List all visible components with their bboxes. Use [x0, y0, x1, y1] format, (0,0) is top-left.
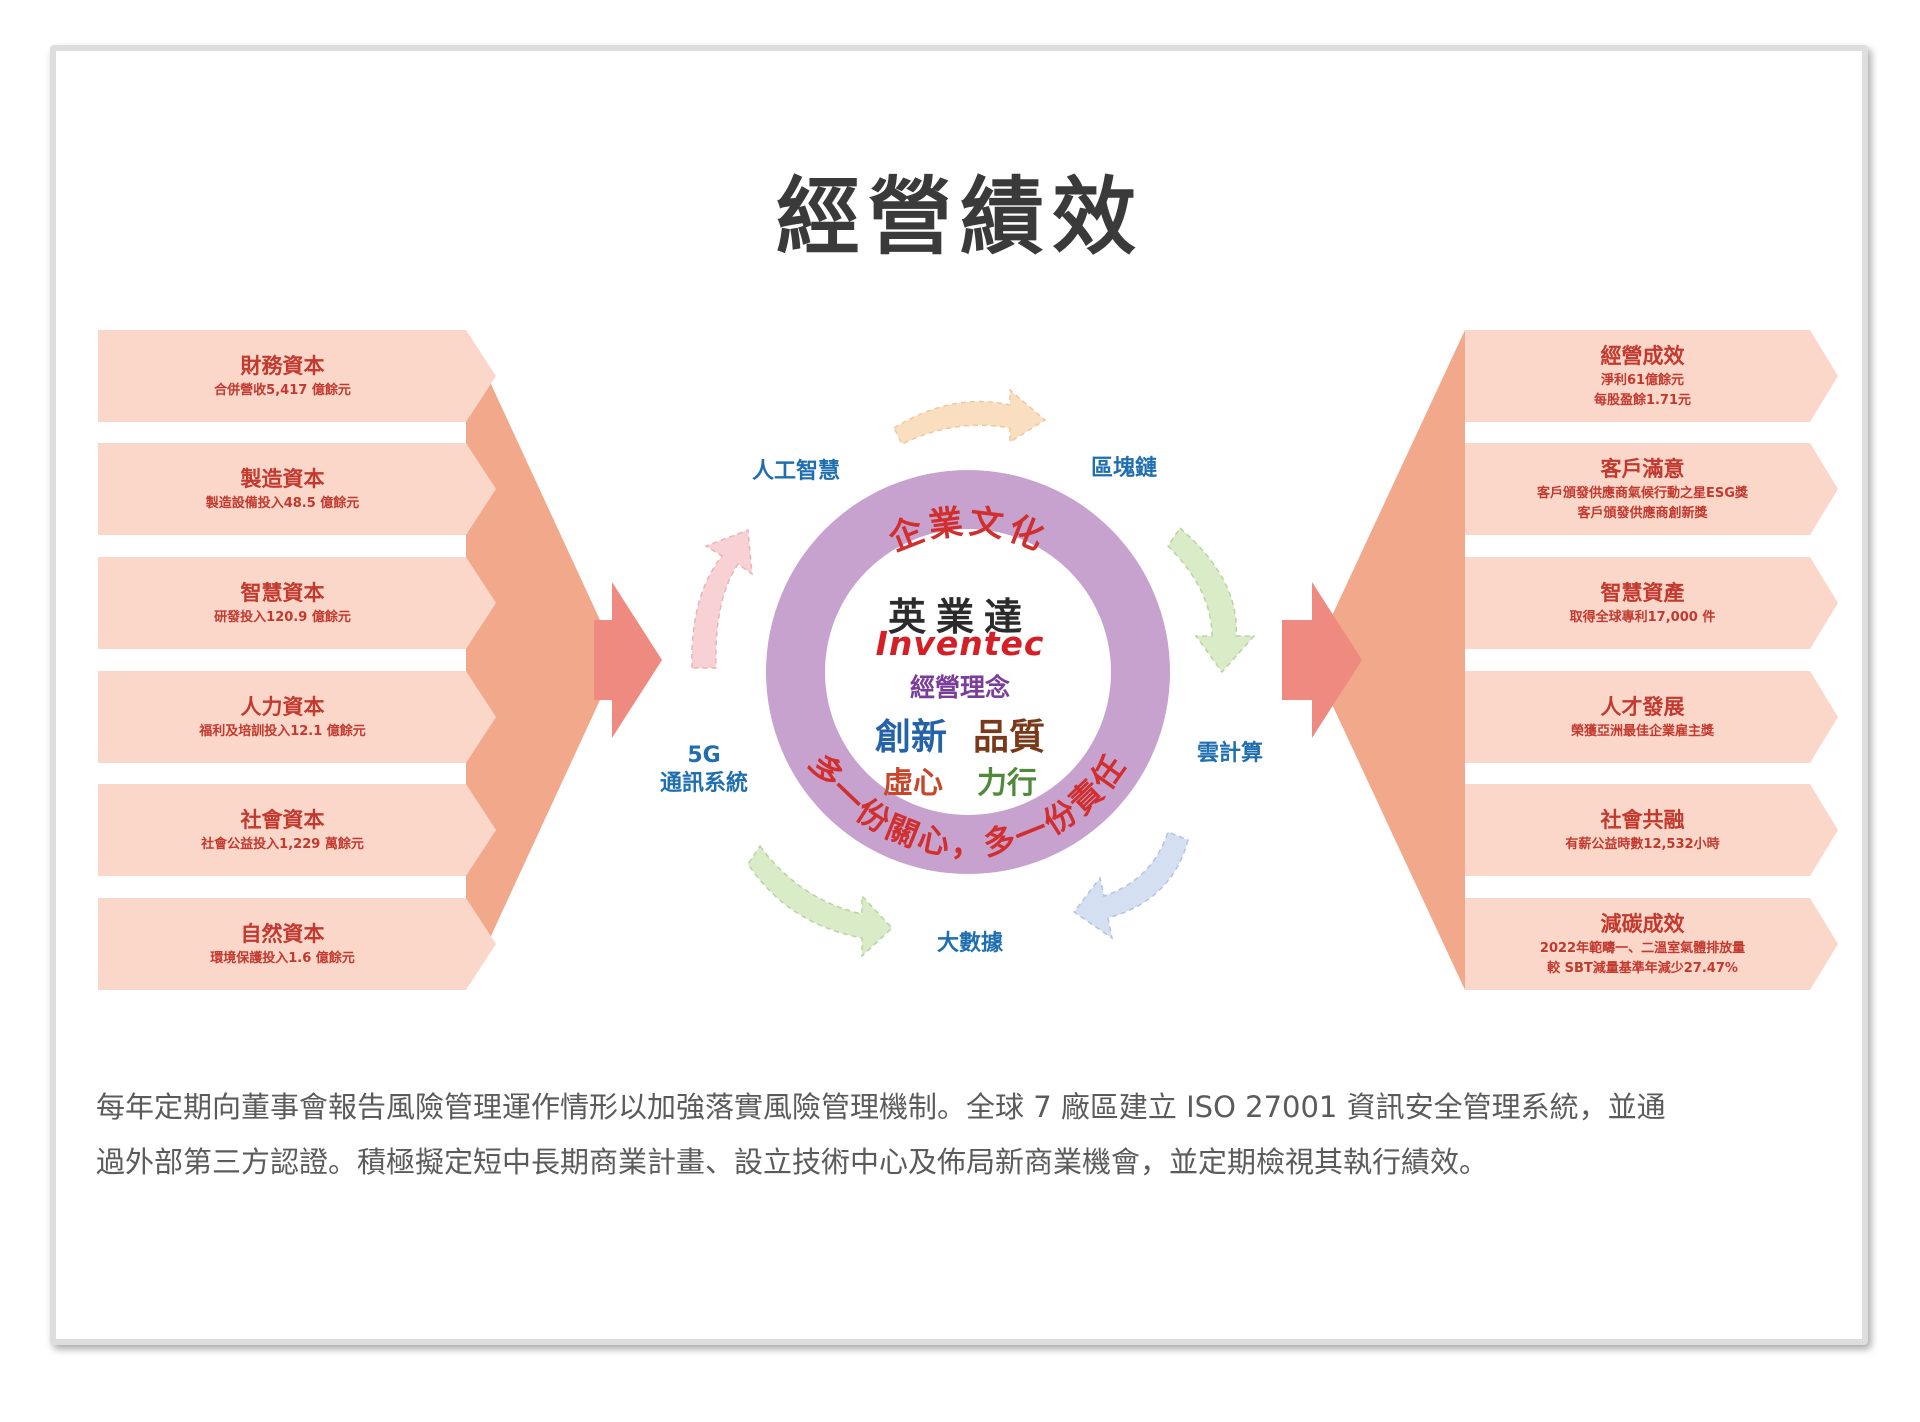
left-funnel: [466, 330, 600, 990]
cycle-arrow-bottom-left: [747, 844, 894, 958]
cycle-arrow-right: [1167, 526, 1256, 674]
tech-ai: 人工智慧: [751, 459, 840, 484]
tech-5g: 5G 通訊系統: [624, 742, 784, 798]
page-title: 經營績效: [775, 168, 1144, 266]
right-item-operating: 經營成效 淨利61億餘元 每股盈餘1.71元: [1465, 330, 1820, 422]
right-item-line: 榮獲亞洲最佳企業雇主獎: [1570, 724, 1714, 739]
company-logo-text: Inventec: [875, 624, 1045, 663]
value-action: 力行: [977, 766, 1037, 801]
right-item-ip: 智慧資產 取得全球專利17,000 件: [1465, 557, 1820, 649]
right-item-line: 取得全球專利17,000 件: [1569, 610, 1716, 625]
right-item-title: 人才發展: [1600, 695, 1685, 719]
left-box-social: [98, 784, 496, 876]
left-item-desc: 合併營收5,417 億餘元: [214, 383, 351, 398]
cycle-arrow-left: [691, 528, 753, 669]
left-item-title: 自然資本: [240, 922, 325, 946]
left-item-desc: 環境保護投入1.6 億餘元: [210, 951, 355, 966]
left-box-intellectual: [98, 557, 496, 649]
value-innovation: 創新: [874, 717, 947, 758]
right-box-operating: [1465, 330, 1838, 422]
left-item-desc: 福利及培訓投入12.1 億餘元: [199, 724, 366, 739]
paragraph-line: 過外部第三方認證。積極擬定短中長期商業計畫、設立技術中心及佈局新商業機會，並定期…: [96, 1145, 1489, 1179]
right-box-talent: [1465, 671, 1838, 763]
tech-blockchain: 區塊鏈: [1090, 456, 1157, 481]
tech-cloud: 雲計算: [1196, 741, 1263, 766]
value-humility: 虛心: [883, 766, 943, 801]
cycle-arrow-top: [893, 388, 1047, 446]
left-box-manufacturing: [98, 443, 496, 535]
tech-big-data: 大數據: [936, 931, 1003, 956]
right-funnel-arrow: [1282, 582, 1362, 738]
right-item-line: 每股盈餘1.71元: [1593, 393, 1692, 408]
right-box-social: [1465, 784, 1838, 876]
cycle-arrow-bottom-right: [1072, 831, 1189, 940]
philosophy-label: 經營理念: [909, 673, 1010, 702]
left-item-desc: 製造設備投入48.5 億餘元: [205, 496, 360, 511]
left-item-financial: 財務資本 合併營收5,417 億餘元: [100, 330, 465, 422]
center-core: [825, 529, 1111, 815]
company-chinese-name: 英業達: [887, 595, 1032, 639]
left-box-natural: [98, 898, 496, 990]
left-item-title: 製造資本: [240, 467, 325, 491]
tech-5g-line1: 5G: [687, 743, 721, 768]
right-funnel: [1330, 330, 1465, 990]
right-item-title: 智慧資產: [1600, 581, 1685, 605]
right-item-talent: 人才發展 榮獲亞洲最佳企業雇主獎: [1465, 671, 1820, 763]
right-box-customer: [1465, 443, 1838, 535]
left-item-desc: 社會公益投入1,229 萬餘元: [201, 837, 364, 852]
right-box-carbon: [1465, 898, 1838, 990]
right-item-line: 有薪公益時數12,532小時: [1565, 837, 1720, 852]
left-item-manufacturing: 製造資本 製造設備投入48.5 億餘元: [100, 443, 465, 535]
left-item-title: 財務資本: [240, 354, 325, 378]
right-item-line: 較 SBT減量基準年減少27.47%: [1547, 961, 1738, 976]
cycle-arrows: [691, 388, 1256, 958]
left-item-desc: 研發投入120.9 億餘元: [214, 610, 351, 625]
left-funnel-arrow: [594, 582, 662, 738]
right-item-title: 經營成效: [1600, 344, 1685, 368]
right-item-line: 2022年範疇一、二溫室氣體排放量: [1539, 941, 1746, 956]
left-item-intellectual: 智慧資本 研發投入120.9 億餘元: [100, 557, 465, 649]
right-item-social: 社會共融 有薪公益時數12,532小時: [1465, 784, 1820, 876]
right-boxes: [1465, 330, 1838, 990]
left-item-human: 人力資本 福利及培訓投入12.1 億餘元: [100, 671, 465, 763]
right-item-carbon: 減碳成效 2022年範疇一、二溫室氣體排放量 較 SBT減量基準年減少27.47…: [1465, 898, 1820, 990]
left-item-social: 社會資本 社會公益投入1,229 萬餘元: [100, 784, 465, 876]
left-box-financial: [98, 330, 496, 422]
right-item-line: 客戶頒發供應商氣候行動之星ESG獎: [1537, 486, 1748, 501]
right-box-ip: [1465, 557, 1838, 649]
tech-5g-line2: 通訊系統: [659, 771, 748, 796]
values-row-1: 創新品質: [0, 708, 1920, 760]
right-item-title: 社會共融: [1600, 808, 1685, 832]
left-box-human: [98, 671, 496, 763]
left-item-natural: 自然資本 環境保護投入1.6 億餘元: [100, 898, 465, 990]
values-row-2: 虛心力行: [0, 758, 1920, 802]
paragraph-line: 每年定期向董事會報告風險管理運作情形以加強落實風險管理機制。全球 7 廠區建立 …: [96, 1090, 1666, 1124]
right-item-customer: 客戶滿意 客戶頒發供應商氣候行動之星ESG獎 客戶頒發供應商創新獎: [1465, 443, 1820, 535]
left-item-title: 人力資本: [240, 695, 325, 719]
right-item-title: 客戶滿意: [1600, 457, 1685, 481]
left-boxes: [98, 330, 496, 990]
description-paragraph: 每年定期向董事會報告風險管理運作情形以加強落實風險管理機制。全球 7 廠區建立 …: [96, 1080, 1836, 1190]
right-item-title: 減碳成效: [1600, 912, 1685, 936]
left-item-title: 社會資本: [240, 808, 325, 832]
left-item-title: 智慧資本: [240, 581, 325, 605]
right-item-line: 客戶頒發供應商創新獎: [1577, 506, 1708, 521]
right-item-line: 淨利61億餘元: [1600, 373, 1685, 388]
value-quality: 品質: [973, 717, 1046, 758]
